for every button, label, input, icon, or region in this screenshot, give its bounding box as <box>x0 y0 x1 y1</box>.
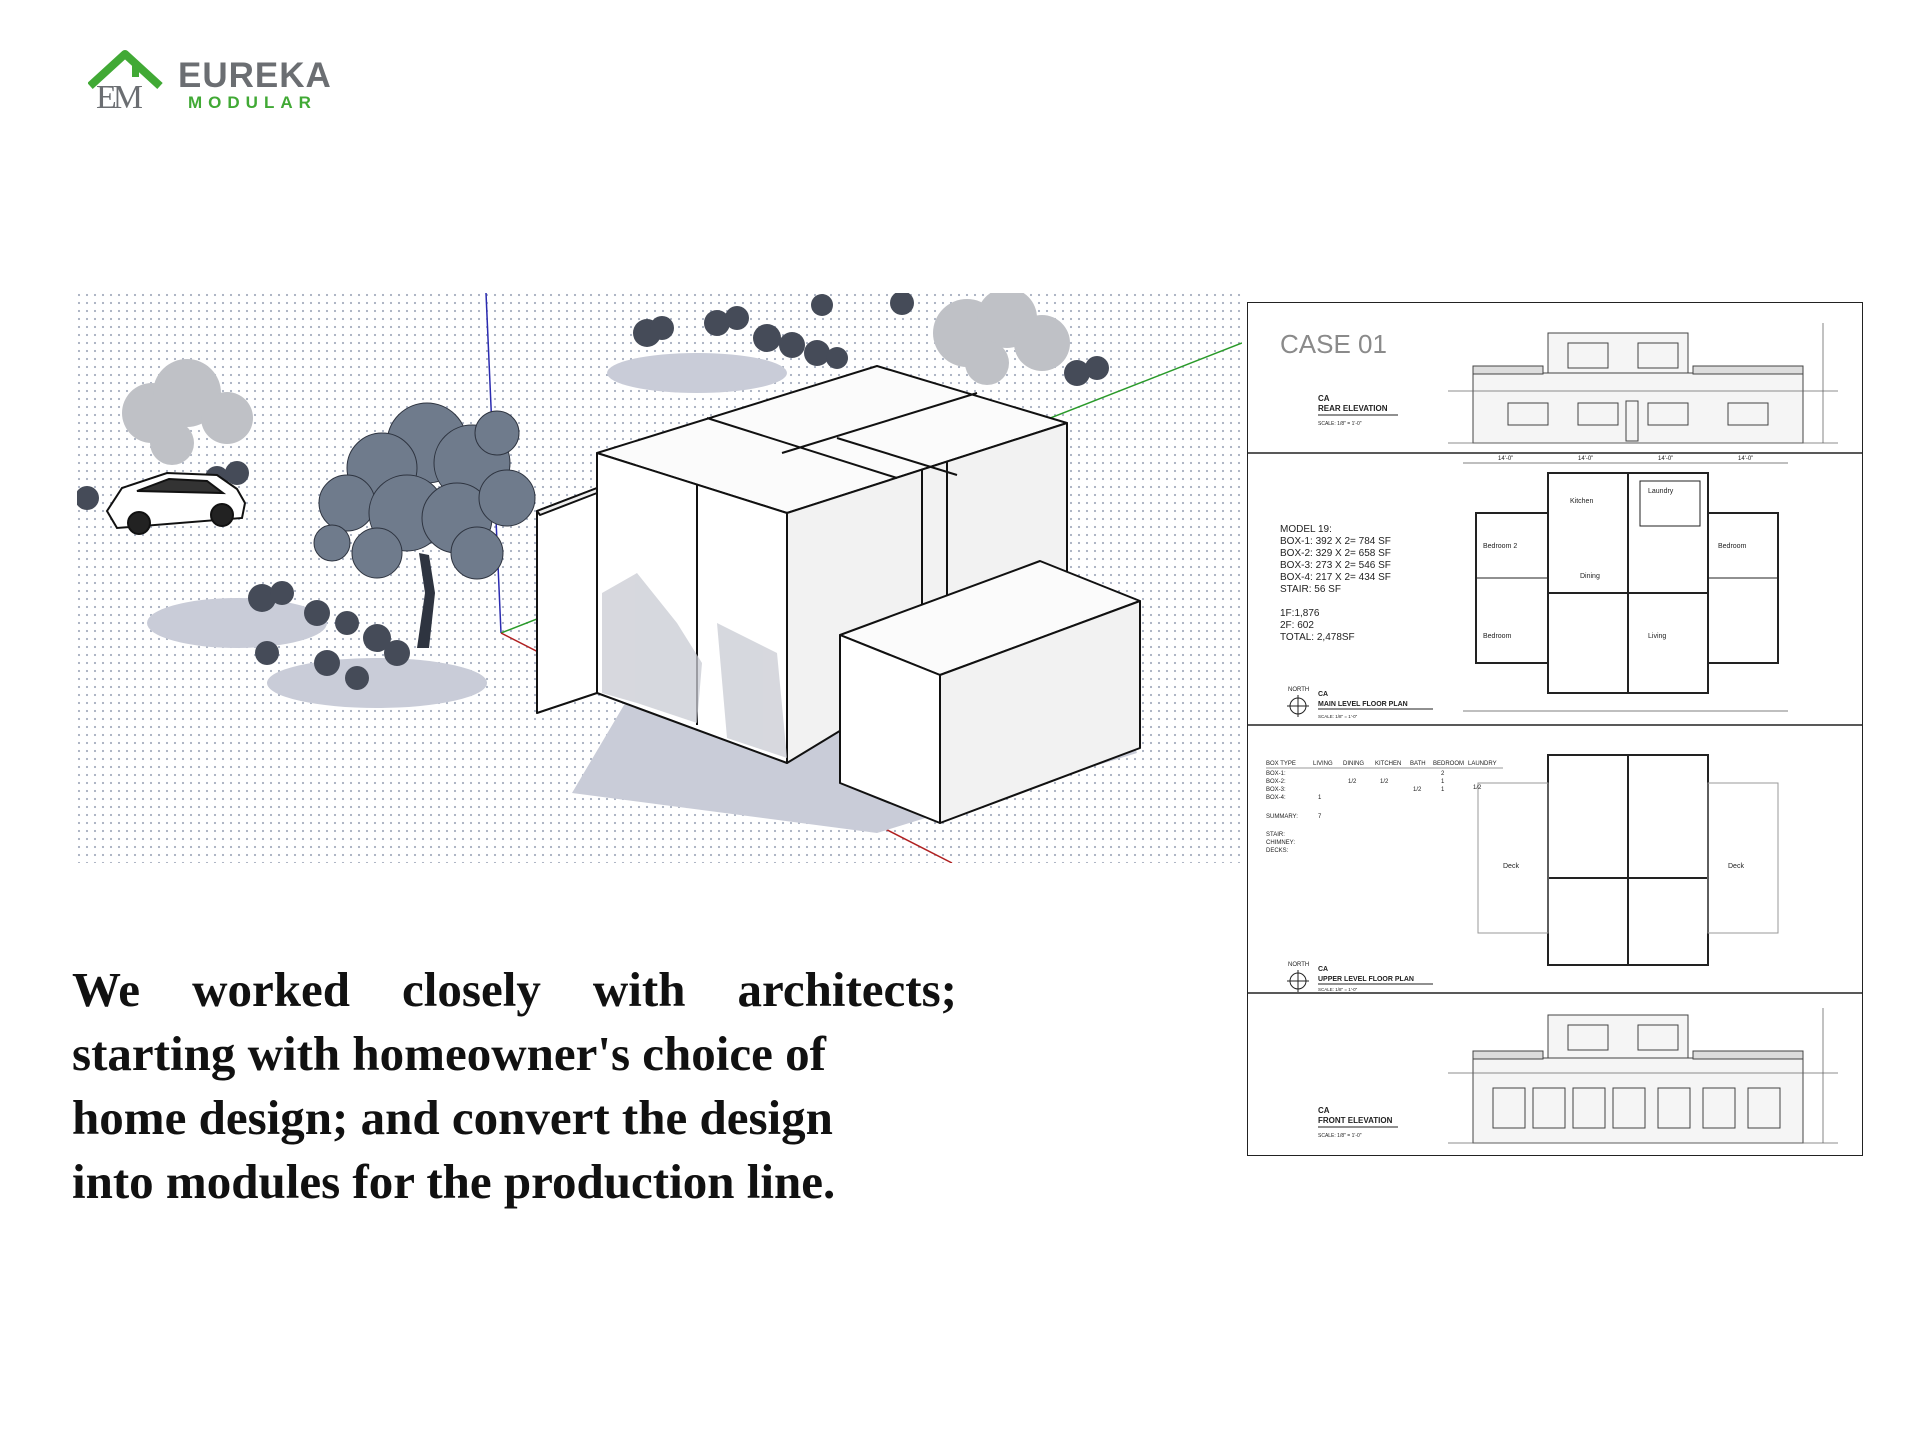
table-header: BOX TYPE <box>1266 761 1296 767</box>
module-3d-model-render <box>77 293 1242 863</box>
north-arrow-icon <box>1287 970 1309 992</box>
table-cell: 1 <box>1318 795 1322 801</box>
extra-label: CHIMNEY: <box>1266 840 1295 846</box>
rear-elevation-drawing <box>1472 332 1804 444</box>
main-floor-scale: SCALE: 1/8" = 1'-0" <box>1318 714 1358 719</box>
rear-elevation-sub: CA <box>1318 394 1330 403</box>
model-title: MODEL 19: <box>1280 524 1332 535</box>
caption-line: into modules for the production line. <box>72 1154 836 1209</box>
house-roof-icon <box>88 50 163 89</box>
table-cell: BOX-2: <box>1266 779 1286 785</box>
case-title: CASE 01 <box>1280 329 1387 359</box>
front-elevation-title: FRONT ELEVATION <box>1318 1116 1393 1125</box>
box-3-area: BOX-3: 273 X 2= 546 SF <box>1280 560 1391 571</box>
facade-shadows <box>602 573 787 758</box>
table-cell: 1/2 <box>1413 787 1422 793</box>
background-trees <box>122 293 1070 465</box>
table-cell: BOX-4: <box>1266 795 1286 801</box>
brand-name: EUREKA <box>178 56 332 95</box>
front-elevation-sub: CA <box>1318 1106 1330 1115</box>
shrubs <box>77 293 1109 690</box>
room-label: Dining <box>1580 573 1600 580</box>
table-cell: BOX-3: <box>1266 787 1286 793</box>
upper-floor-title: UPPER LEVEL FLOOR PLAN <box>1318 976 1414 983</box>
room-label: Bedroom <box>1483 633 1512 640</box>
upper-floor-sub: CA <box>1318 966 1328 973</box>
model-area-schedule: MODEL 19: BOX-1: 392 X 2= 784 SF BOX-2: … <box>1280 524 1391 643</box>
main-floor-sub: CA <box>1318 691 1328 698</box>
caption-line: starting with homeowner's choice of <box>72 1026 826 1081</box>
room-label: Kitchen <box>1570 498 1593 505</box>
logo-monogram: EM <box>96 79 143 112</box>
table-cell: 1/2 <box>1380 779 1389 785</box>
table-cell: 1/2 <box>1348 779 1357 785</box>
summary-value: 7 <box>1318 814 1322 820</box>
table-header: BEDROOM <box>1433 761 1464 767</box>
rear-elevation-scale: SCALE: 1/8" = 1'-0" <box>1318 421 1362 427</box>
description-caption: We worked closely with architects; start… <box>72 958 972 1214</box>
second-floor-total: 2F: 602 <box>1280 620 1314 631</box>
box-1-area: BOX-1: 392 X 2= 784 SF <box>1280 536 1391 547</box>
eureka-modular-logo: EM <box>88 50 163 112</box>
brand-tagline: MODULAR <box>188 93 317 112</box>
dimension-label: 14'-0" <box>1498 456 1513 462</box>
box-4-area: BOX-4: 217 X 2= 434 SF <box>1280 572 1391 583</box>
dimension-label: 14'-0" <box>1658 456 1673 462</box>
caption-line: We worked closely with architects; <box>72 962 957 1017</box>
grand-total: TOTAL: 2,478SF <box>1280 632 1355 643</box>
dimension-label: 14'-0" <box>1738 456 1753 462</box>
extra-label: DECKS: <box>1266 848 1289 854</box>
table-cell: BOX-1: <box>1266 771 1286 777</box>
upper-floor-plan-drawing <box>1477 754 1779 966</box>
extra-label: STAIR: <box>1266 832 1285 838</box>
architectural-plan-sheet: CASE 01 CA REAR ELEVATION SCALE: 1/8" = … <box>1247 302 1863 1156</box>
main-floor-dimensions <box>1463 462 1788 712</box>
main-floor-room-labels: Bedroom 2 Kitchen Laundry Dining Bedroom… <box>1483 488 1747 640</box>
room-label: Deck <box>1503 863 1519 870</box>
table-cell: 1 <box>1441 787 1445 793</box>
table-cell: 2 <box>1441 771 1445 777</box>
table-header: LAUNDRY <box>1468 761 1497 767</box>
room-label: Deck <box>1728 863 1744 870</box>
room-label: Bedroom 2 <box>1483 543 1517 550</box>
car-illustration <box>105 471 247 535</box>
room-label: Laundry <box>1648 488 1674 495</box>
summary-label: SUMMARY: <box>1266 814 1298 820</box>
table-header: LIVING <box>1313 761 1333 767</box>
box-2-area: BOX-2: 329 X 2= 658 SF <box>1280 548 1391 559</box>
stair-area: STAIR: 56 SF <box>1280 584 1341 595</box>
logo-wordmark: EUREKA MODULAR <box>178 58 332 112</box>
room-label: Bedroom <box>1718 543 1747 550</box>
first-floor-total: 1F:1,876 <box>1280 608 1320 619</box>
north-arrow-icon <box>1287 695 1309 717</box>
table-header: KITCHEN <box>1375 761 1401 767</box>
tree-illustration <box>313 402 536 648</box>
front-elevation-drawing <box>1472 1014 1804 1144</box>
upper-floor-scale: SCALE: 1/8" = 1'-0" <box>1318 987 1358 992</box>
main-floor-plan-drawing <box>1475 472 1779 694</box>
table-cell: 1 <box>1441 779 1445 785</box>
main-floor-title: MAIN LEVEL FLOOR PLAN <box>1318 701 1408 708</box>
box-room-table: BOX TYPE LIVING DINING KITCHEN BATH BEDR… <box>1266 761 1503 854</box>
rear-elevation-title: REAR ELEVATION <box>1318 404 1388 413</box>
room-label: Living <box>1648 633 1666 640</box>
table-header: BATH <box>1410 761 1426 767</box>
dimension-label: 14'-0" <box>1578 456 1593 462</box>
caption-line: home design; and convert the design <box>72 1090 833 1145</box>
front-elevation-scale: SCALE: 1/8" = 1'-0" <box>1318 1133 1362 1139</box>
north-label: NORTH <box>1288 687 1309 693</box>
north-label: NORTH <box>1288 962 1309 968</box>
table-header: DINING <box>1343 761 1364 767</box>
